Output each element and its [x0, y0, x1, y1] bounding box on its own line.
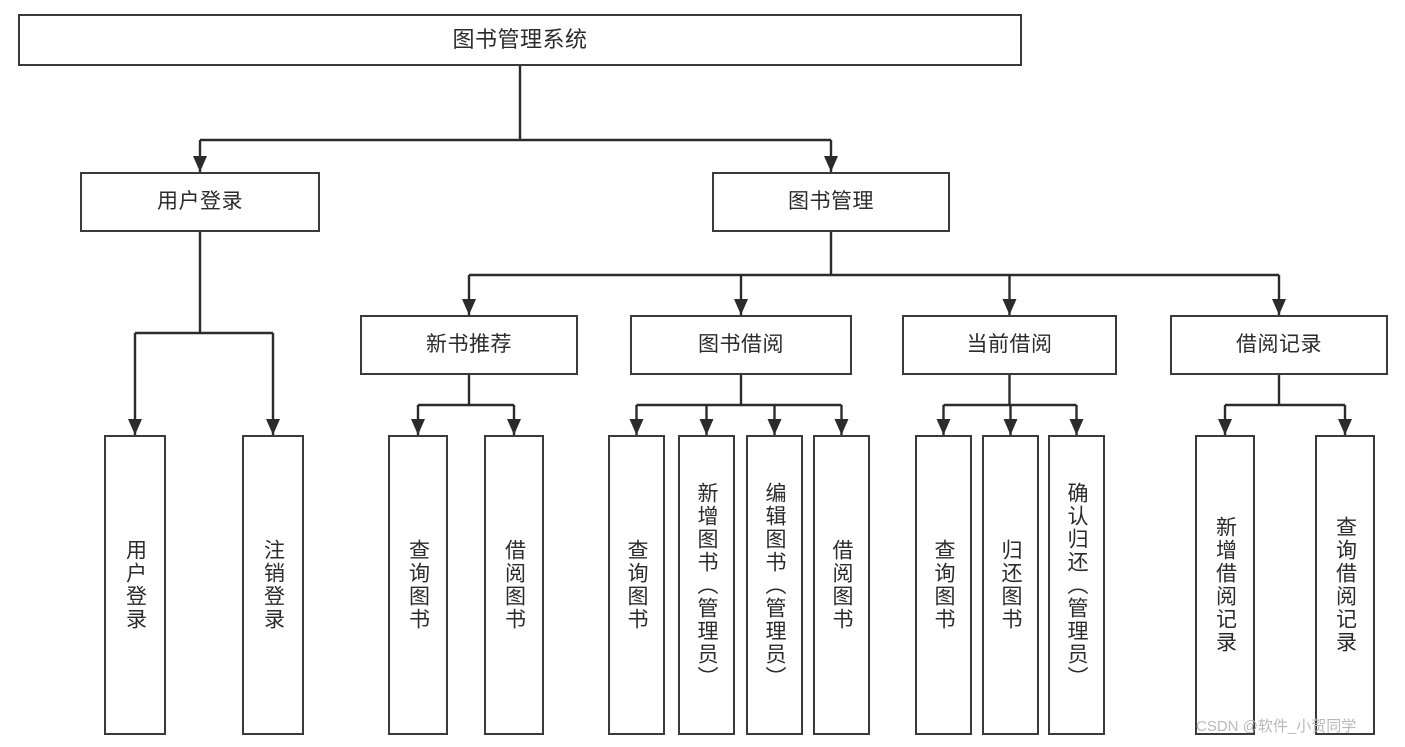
node-label-leaf-query-book-borrow: 查询图书	[625, 539, 648, 631]
node-leaf-user-login[interactable]: 用户登录	[104, 435, 166, 735]
node-label-current-borrow: 当前借阅	[966, 332, 1053, 356]
node-new-book-recommend[interactable]: 新书推荐	[360, 315, 578, 375]
node-root[interactable]: 图书管理系统	[18, 14, 1022, 66]
node-label-leaf-return-book: 归还图书	[999, 539, 1022, 631]
node-label-leaf-query-book-rec: 查询图书	[406, 539, 430, 631]
node-borrow-record[interactable]: 借阅记录	[1170, 315, 1388, 375]
node-label-leaf-user-login: 用户登录	[123, 539, 147, 631]
arrow-icon-leaf-edit-book-admin	[767, 419, 782, 435]
arrow-icon-user-login	[193, 156, 207, 172]
node-label-leaf-borrow-book: 借阅图书	[830, 539, 853, 631]
node-label-book-borrow: 图书借阅	[698, 332, 784, 356]
node-leaf-query-book-cur[interactable]: 查询图书	[915, 435, 972, 735]
arrow-icon-leaf-borrow-book	[834, 419, 849, 435]
arrow-icon-leaf-user-login	[128, 419, 142, 435]
arrow-icon-leaf-confirm-return-admin	[1069, 419, 1084, 435]
node-label-leaf-confirm-return-admin: 确认归还（管理员）	[1065, 481, 1088, 689]
arrow-icon-new-book-recommend	[462, 299, 476, 315]
arrow-icon-leaf-add-book-admin	[699, 419, 714, 435]
node-label-leaf-borrow-book-rec: 借阅图书	[502, 539, 526, 631]
node-label-leaf-logout: 注销登录	[261, 539, 285, 631]
node-user-login[interactable]: 用户登录	[80, 172, 320, 232]
node-label-borrow-record: 借阅记录	[1236, 332, 1322, 356]
arrow-icon-leaf-logout	[266, 419, 280, 435]
node-leaf-query-book-rec[interactable]: 查询图书	[388, 435, 448, 735]
arrow-icon-leaf-query-borrow-record	[1338, 419, 1352, 435]
node-leaf-add-book-admin[interactable]: 新增图书（管理员）	[678, 435, 735, 735]
arrow-icon-leaf-query-book-rec	[411, 419, 425, 435]
arrow-icon-leaf-return-book	[1003, 419, 1018, 435]
node-leaf-borrow-book-rec[interactable]: 借阅图书	[484, 435, 544, 735]
watermark-label: CSDN @软件_小贺同学	[1196, 718, 1357, 735]
node-book-manage[interactable]: 图书管理	[712, 172, 950, 232]
node-current-borrow[interactable]: 当前借阅	[902, 315, 1117, 375]
arrow-icon-leaf-query-book-cur	[936, 419, 951, 435]
arrow-icon-leaf-query-book-borrow	[629, 419, 644, 435]
arrow-icon-leaf-borrow-book-rec	[507, 419, 521, 435]
node-leaf-confirm-return-admin[interactable]: 确认归还（管理员）	[1048, 435, 1105, 735]
node-leaf-query-book-borrow[interactable]: 查询图书	[608, 435, 665, 735]
node-label-leaf-query-borrow-record: 查询借阅记录	[1333, 516, 1357, 654]
node-label-book-manage: 图书管理	[788, 189, 874, 213]
node-label-new-book-recommend: 新书推荐	[426, 332, 512, 356]
node-label-user-login: 用户登录	[157, 189, 243, 213]
arrow-icon-book-manage	[824, 156, 838, 172]
node-leaf-return-book[interactable]: 归还图书	[982, 435, 1039, 735]
node-label-root: 图书管理系统	[452, 27, 588, 53]
arrow-icon-leaf-add-borrow-record	[1218, 419, 1232, 435]
node-leaf-add-borrow-record[interactable]: 新增借阅记录	[1195, 435, 1255, 735]
arrow-icon-book-borrow	[734, 299, 748, 315]
node-leaf-query-borrow-record[interactable]: 查询借阅记录	[1315, 435, 1375, 735]
arrow-icon-current-borrow	[1002, 299, 1017, 315]
node-label-leaf-add-borrow-record: 新增借阅记录	[1213, 516, 1237, 654]
node-label-leaf-query-book-cur: 查询图书	[932, 539, 955, 631]
node-leaf-logout[interactable]: 注销登录	[242, 435, 304, 735]
node-book-borrow[interactable]: 图书借阅	[630, 315, 852, 375]
node-leaf-edit-book-admin[interactable]: 编辑图书（管理员）	[746, 435, 803, 735]
node-label-leaf-add-book-admin: 新增图书（管理员）	[695, 481, 718, 689]
arrow-icon-borrow-record	[1272, 299, 1286, 315]
node-leaf-borrow-book[interactable]: 借阅图书	[813, 435, 870, 735]
node-label-leaf-edit-book-admin: 编辑图书（管理员）	[763, 481, 786, 689]
